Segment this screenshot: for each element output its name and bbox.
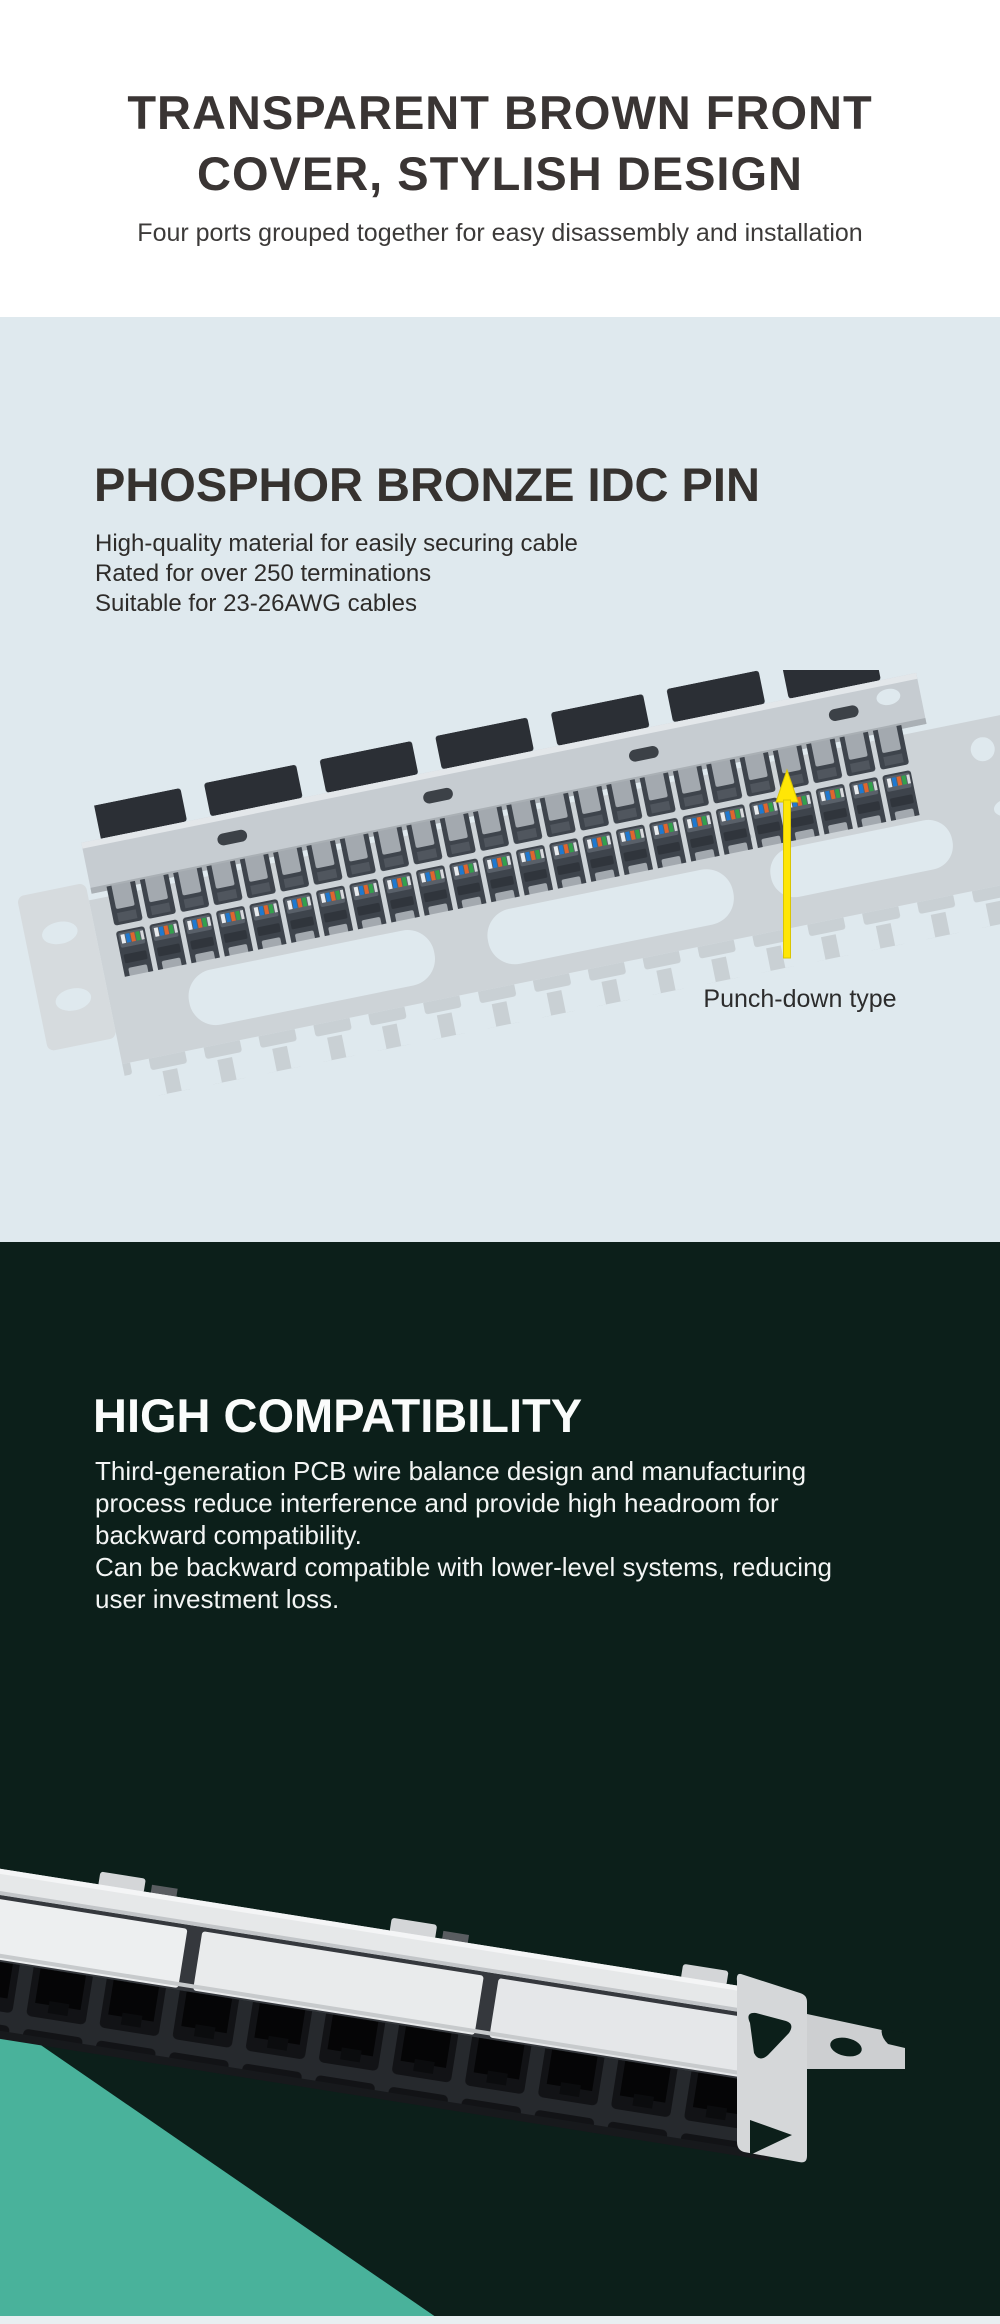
patch-panel-rear-photo (17, 670, 1000, 1100)
idc-pin-section: PHOSPHOR BRONZE IDC PIN High-quality mat… (0, 317, 1000, 1242)
compat-section-title: HIGH COMPATIBILITY (93, 1389, 583, 1442)
text-line: backward compatibility. (95, 1520, 362, 1550)
compat-paragraph: Can be backward compatible with lower-le… (95, 1551, 875, 1615)
label-windows (0, 1880, 791, 2086)
compat-paragraph: Third-generation PCB wire balance design… (95, 1455, 875, 1551)
teal-accent-triangle (0, 2017, 446, 2324)
idc-section-title: PHOSPHOR BRONZE IDC PIN (94, 458, 760, 511)
rear-cable-blocks (94, 670, 897, 841)
hero-title-line-2: COVER, STYLISH DESIGN (197, 147, 803, 200)
feature-item: Suitable for 23-26AWG cables (95, 590, 417, 617)
patch-panel-front-photo (0, 1854, 1000, 2324)
text-line: Third-generation PCB wire balance design… (95, 1456, 807, 1486)
feature-item: Rated for over 250 terminations (95, 560, 432, 587)
compat-description: Third-generation PCB wire balance design… (95, 1455, 875, 1615)
text-line: process reduce interference and provide … (95, 1488, 779, 1518)
text-line: Can be backward compatible with lower-le… (95, 1552, 832, 1582)
port-row (0, 1945, 781, 2161)
hero-title: TRANSPARENT BROWN FRONT COVER, STYLISH D… (0, 0, 1000, 204)
front-top-rail (0, 1854, 795, 2021)
panel-front-assembly (0, 1854, 795, 2161)
right-mounting-bracket (736, 1973, 905, 2163)
punch-down-arrow-icon (775, 768, 799, 959)
text-line: user investment loss. (95, 1584, 340, 1614)
compatibility-section: HIGH COMPATIBILITY Third-generation PCB … (0, 1242, 1000, 2324)
hero-title-line-1: TRANSPARENT BROWN FRONT (127, 86, 873, 139)
hero-section: TRANSPARENT BROWN FRONT COVER, STYLISH D… (0, 0, 1000, 317)
keystone-jacks-row (104, 724, 923, 978)
left-mounting-ear (17, 884, 116, 1051)
panel-rear-assembly (17, 670, 1000, 1100)
feature-item: High-quality material for easily securin… (95, 530, 578, 557)
punch-down-callout-label: Punch-down type (703, 985, 897, 1013)
idc-feature-list: High-quality material for easily securin… (95, 529, 578, 619)
next-section-edge (0, 2316, 1000, 2324)
hero-subtitle: Four ports grouped together for easy dis… (137, 219, 863, 247)
